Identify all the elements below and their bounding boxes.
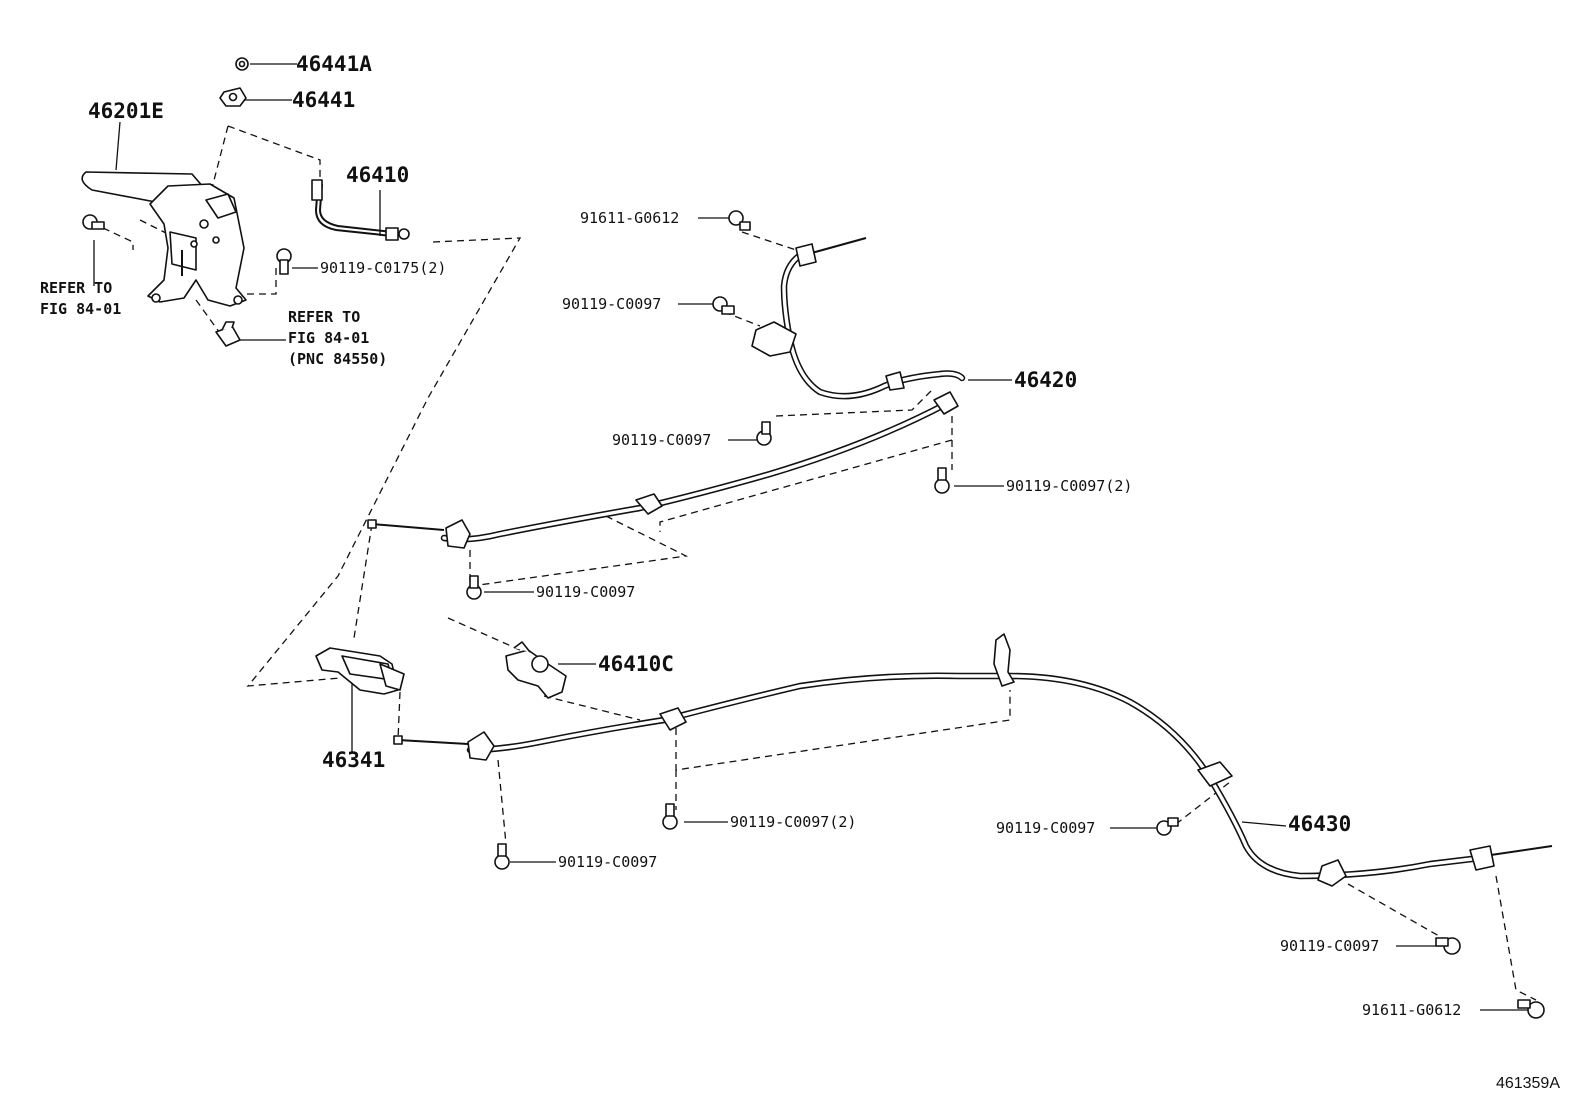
- label-46201e: 46201E: [88, 99, 164, 123]
- bracket-46410c: [505, 641, 567, 699]
- note-refer-left-line2: FIG 84-01: [40, 300, 121, 318]
- rear-cable-46420: [367, 237, 966, 549]
- nut-46441: [219, 87, 247, 107]
- label-90119-c0097-right-1: 90119-C0097: [996, 819, 1095, 837]
- label-90119-c0097-upper-3: 90119-C0097(2): [1006, 477, 1132, 495]
- parking-brake-lever: [81, 171, 247, 307]
- label-46410c: 46410C: [598, 652, 674, 676]
- bolt-90119-c0097-upper-2: [756, 421, 772, 446]
- label-90119-c0097-right-2: 90119-C0097: [1280, 937, 1379, 955]
- label-90119-c0097-lower-1: 90119-C0097(2): [730, 813, 856, 831]
- bolt-90119-c0097-right-1: [1156, 817, 1179, 836]
- bolt-90119-c0097-upper-1: [712, 296, 735, 315]
- note-refer-right-line2: FIG 84-01: [288, 329, 369, 347]
- rear-cable-46430: [393, 633, 1553, 887]
- note-refer-right-line1: REFER TO: [288, 308, 360, 326]
- figure-id: 461359A: [1496, 1075, 1560, 1092]
- equalizer-46341: [315, 647, 405, 695]
- label-91611-g0612-top: 91611-G0612: [580, 209, 679, 227]
- bolt-91611-g0612-top: [728, 210, 751, 231]
- label-90119-c0175: 90119-C0175(2): [320, 259, 446, 277]
- intermediate-cable-46410: [311, 179, 410, 241]
- bolt-90119-c0097-mid: [466, 575, 482, 600]
- label-90119-c0097-mid: 90119-C0097: [536, 583, 635, 601]
- label-46420: 46420: [1014, 368, 1077, 392]
- bolt-90119-c0175: [276, 248, 292, 275]
- label-90119-c0097-upper-1: 90119-C0097: [562, 295, 661, 313]
- clip-refer-right: [215, 321, 241, 347]
- label-91611-g0612-bottom: 91611-G0612: [1362, 1001, 1461, 1019]
- bolt-90119-c0097-lower-1: [662, 803, 678, 830]
- bolt-90119-c0097-right-2: [1435, 937, 1461, 955]
- bolt-refer-left: [82, 214, 105, 230]
- label-46441a: 46441A: [296, 52, 372, 76]
- bolt-90119-c0097-upper-3: [934, 467, 950, 494]
- part-labels: 46441A 46441 46201E 46410 46420 46410C 4…: [40, 52, 1560, 1092]
- bolt-90119-c0097-lower-2: [494, 843, 510, 870]
- label-46430: 46430: [1288, 812, 1351, 836]
- bolt-91611-g0612-bottom: [1517, 999, 1545, 1019]
- label-46441: 46441: [292, 88, 355, 112]
- leader-lines: [93, 63, 1530, 1011]
- label-46341: 46341: [322, 748, 385, 772]
- label-90119-c0097-lower-2: 90119-C0097: [558, 853, 657, 871]
- label-46410: 46410: [346, 163, 409, 187]
- note-refer-right-line3: (PNC 84550): [288, 350, 387, 368]
- nut-46441a: [235, 57, 249, 71]
- note-refer-left-line1: REFER TO: [40, 279, 112, 297]
- label-90119-c0097-upper-2: 90119-C0097: [612, 431, 711, 449]
